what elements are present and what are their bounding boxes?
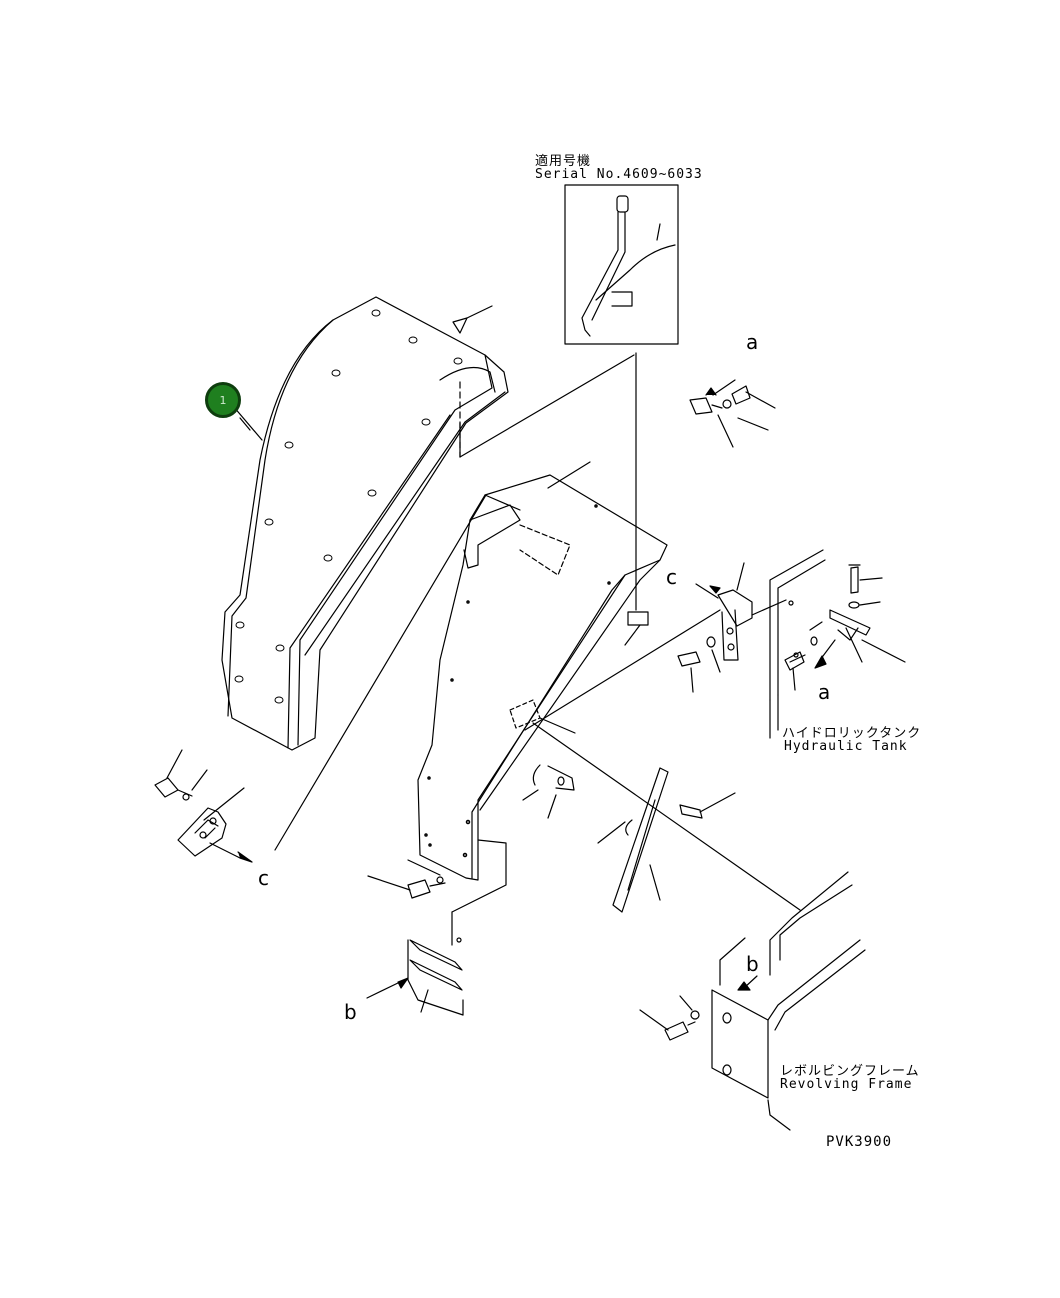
bracket-a-top [689,379,776,448]
marker-b-right: b [746,952,759,976]
link-rod [509,609,801,913]
callout-leader [239,417,251,431]
hydraulic-tank-en: Hydraulic Tank [784,739,908,754]
marker-b-left: b [344,1000,357,1024]
revolving-frame-en: Revolving Frame [780,1077,913,1092]
marker-c-right: c [666,565,677,589]
bracket-b [366,859,464,1016]
marker-a-top: a [746,330,759,354]
inset-title: 適用号機 [535,154,592,169]
marker-a-bottom: a [818,680,831,704]
drawing-code: PVK3900 [826,1134,893,1150]
cover-plate [274,461,668,913]
bracket-c-left [154,749,253,863]
revolving-frame [639,871,866,1131]
part-callout-1[interactable]: 1 [205,382,241,418]
part-callout-number: 1 [219,393,227,407]
bracket-c-tank [677,549,906,739]
hydraulic-tank-jp: ハイドロリックタンク [782,726,922,741]
inset-serial: Serial No.4609~6033 [535,167,703,182]
inset-detail [564,184,679,611]
cover-part-1 [221,296,635,751]
marker-c-left: c [258,866,269,890]
revolving-frame-jp: レボルビングフレーム [780,1064,920,1079]
